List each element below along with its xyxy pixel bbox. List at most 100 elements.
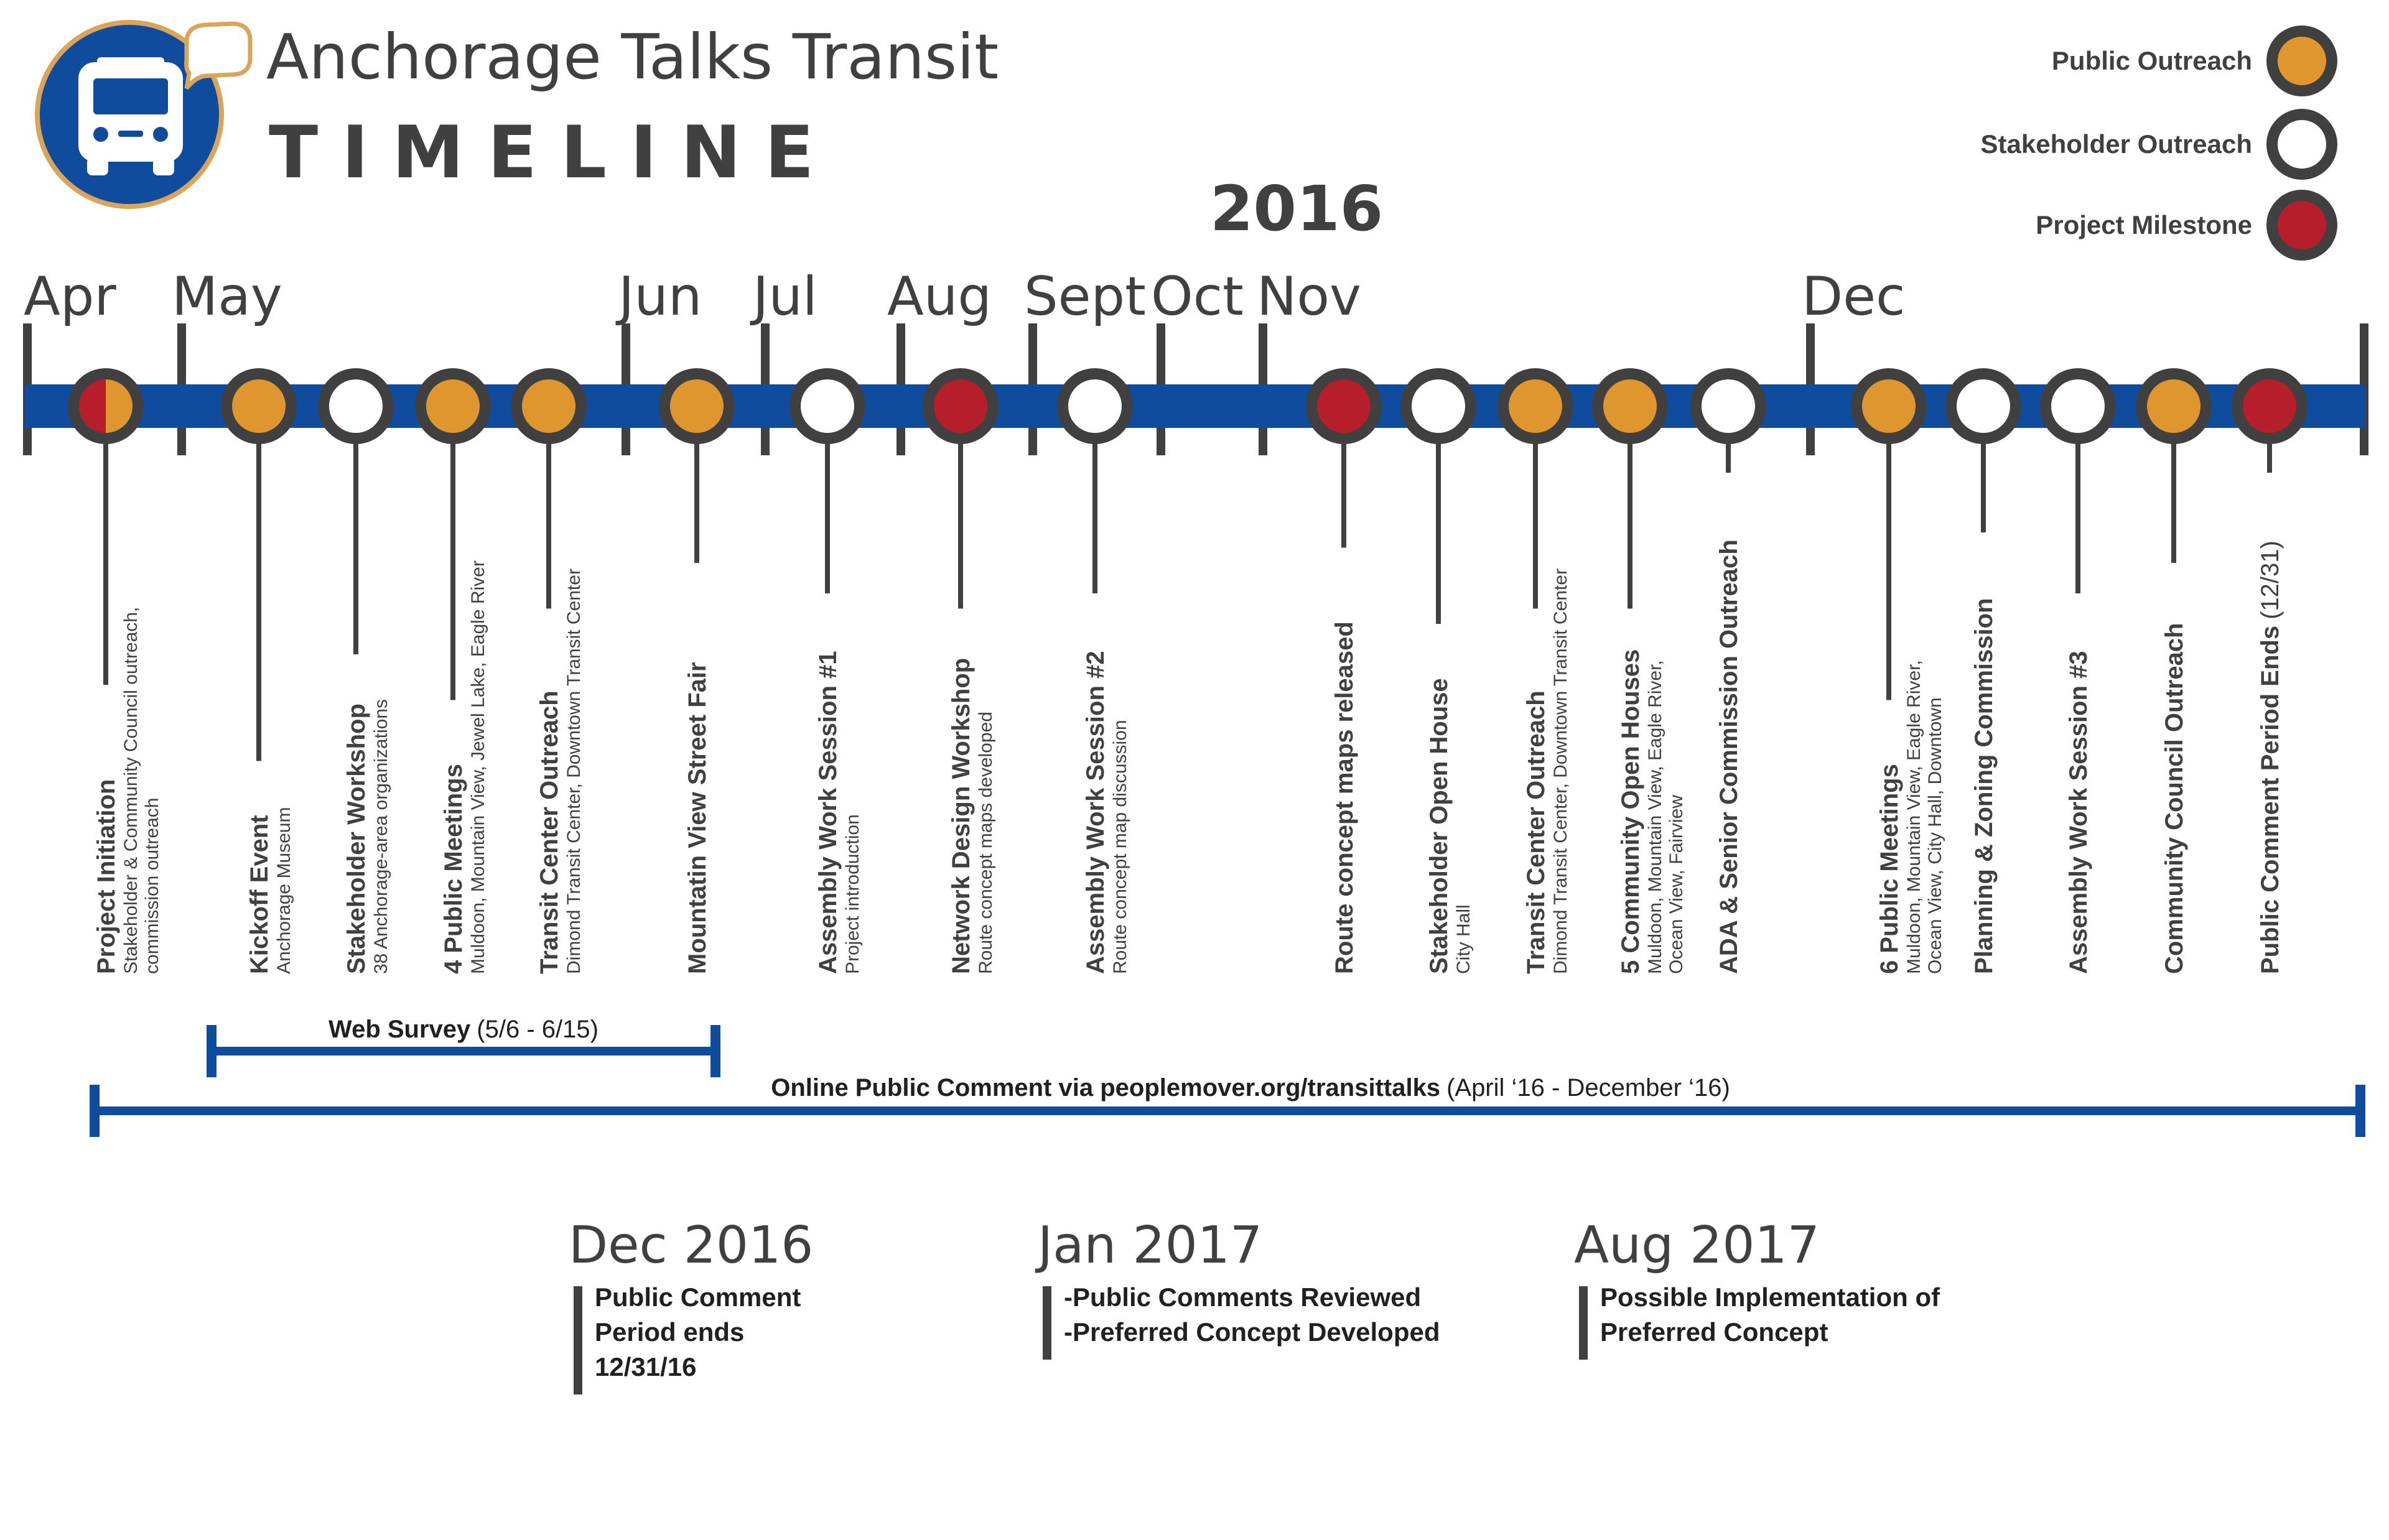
- month-label: Aug: [887, 266, 992, 328]
- event-title: Planning & Zoning Commission: [1970, 598, 1998, 974]
- event-5: Mountatin View Street Fair: [659, 368, 735, 974]
- legend-marker-public: [2266, 26, 2337, 96]
- event-detail: Ocean View, Fairview: [1666, 795, 1687, 974]
- event-title: Stakeholder Workshop: [343, 703, 370, 974]
- event-detail: Route concept maps developed: [976, 712, 996, 974]
- event-marker: [221, 368, 297, 444]
- event-title: Assembly Work Session #1: [814, 651, 842, 975]
- legend-label-milestone: Project Milestone: [2036, 210, 2252, 239]
- event-15: Planning & Zoning Commission: [1945, 368, 2021, 974]
- event-detail: Dimond Transit Center, Downtown Transit …: [1550, 568, 1571, 974]
- event-detail: Ocean View, City Hall, Downtown: [1925, 697, 1945, 974]
- future-line: -Public Comments Reviewed: [1064, 1283, 1421, 1312]
- event-marker: [2232, 368, 2308, 444]
- future-line: Preferred Concept: [1600, 1317, 1828, 1347]
- range-bars: Web Survey(5/6 - 6/15) Online Public Comm…: [90, 1016, 2365, 1137]
- event-text: Route concept maps released: [1331, 621, 1358, 974]
- month-label: Apr: [24, 266, 116, 328]
- legend-label-public: Public Outreach: [2052, 46, 2252, 75]
- month-label: Jun: [615, 266, 702, 328]
- event-detail: commission outreach: [142, 798, 162, 974]
- event-marker: [511, 368, 587, 444]
- event-title: Kickoff Event: [246, 815, 273, 974]
- app-title: Anchorage Talks Transit: [266, 21, 999, 93]
- event-detail: 38 Anchorage-area organizations: [371, 699, 391, 974]
- event-marker: [923, 368, 999, 444]
- event-detail: Project introduction: [842, 814, 863, 974]
- event-16: Assembly Work Session #3: [2040, 368, 2116, 974]
- event-title: Route concept maps released: [1331, 621, 1358, 974]
- event-marker: [1400, 368, 1476, 444]
- event-9: Route concept maps released: [1306, 368, 1382, 974]
- event-title: Stakeholder Open House: [1425, 678, 1453, 974]
- web-survey-range: Web Survey(5/6 - 6/15): [207, 1016, 720, 1077]
- event-title: 6 Public Meetings: [1876, 764, 1903, 974]
- event-title: ADA & Senior Commission Outreach: [1715, 539, 1743, 974]
- future-item-1: Jan 2017-Public Comments Reviewed-Prefer…: [1035, 1216, 1440, 1360]
- month-label: Dec: [1802, 266, 1905, 328]
- event-title: 5 Community Open Houses: [1617, 649, 1644, 974]
- future-line: Possible Implementation of: [1600, 1283, 1940, 1312]
- page-subtitle: TIMELINE: [269, 111, 837, 195]
- event-title: 4 Public Meetings: [440, 764, 467, 974]
- event-detail: Muldoon, Mountain View, Eagle River,: [1645, 660, 1665, 974]
- event-detail: Muldoon, Mountain View, Eagle River,: [1904, 660, 1924, 974]
- event-detail: Stakeholder & Community Council outreach…: [121, 607, 141, 974]
- year-label: 2016: [1210, 172, 1383, 245]
- event-13: ADA & Senior Commission Outreach: [1690, 368, 1766, 974]
- event-title: Project Initiation: [93, 779, 120, 974]
- range-label: Online Public Comment via peoplemover.or…: [771, 1074, 1730, 1102]
- future-bar: [1043, 1286, 1051, 1360]
- event-detail: Anchorage Museum: [274, 807, 294, 974]
- range-label: Web Survey(5/6 - 6/15): [328, 1016, 598, 1043]
- month-label: Nov: [1257, 266, 1361, 328]
- event-18: Public Comment Period Ends(12/31): [2232, 368, 2308, 974]
- event-marker: [1306, 368, 1382, 444]
- future-date: Jan 2017: [1035, 1216, 1262, 1275]
- event-marker: [659, 368, 735, 444]
- online-comment-range: Online Public Comment via peoplemover.or…: [90, 1074, 2365, 1137]
- event-marker: [1592, 368, 1668, 444]
- event-text: Mountatin View Street Fair: [684, 662, 711, 974]
- month-label: Sept: [1024, 266, 1146, 328]
- event-detail: Muldoon, Mountain View, Jewel Lake, Eagl…: [468, 560, 488, 974]
- event-title: Assembly Work Session #2: [1082, 651, 1109, 975]
- event-title: Public Comment Period Ends(12/31): [2256, 540, 2284, 974]
- event-marker: [1497, 368, 1573, 444]
- event-17: Community Council Outreach: [2136, 368, 2212, 975]
- event-title: Network Design Workshop: [948, 658, 975, 974]
- event-marker: [1851, 368, 1927, 444]
- event-marker: [1690, 368, 1766, 444]
- future-bar: [1579, 1286, 1588, 1360]
- event-marker: [415, 368, 491, 444]
- event-text: Public Comment Period Ends(12/31): [2256, 540, 2284, 974]
- legend-marker-stakeholder: [2266, 109, 2337, 180]
- event-marker: [2040, 368, 2116, 444]
- future-date: Aug 2017: [1574, 1216, 1820, 1275]
- event-marker: [1057, 368, 1133, 444]
- bus-icon: [78, 57, 183, 175]
- month-label: Oct: [1151, 266, 1244, 328]
- future-date: Dec 2016: [569, 1216, 813, 1275]
- event-title: Community Council Outreach: [2161, 623, 2188, 975]
